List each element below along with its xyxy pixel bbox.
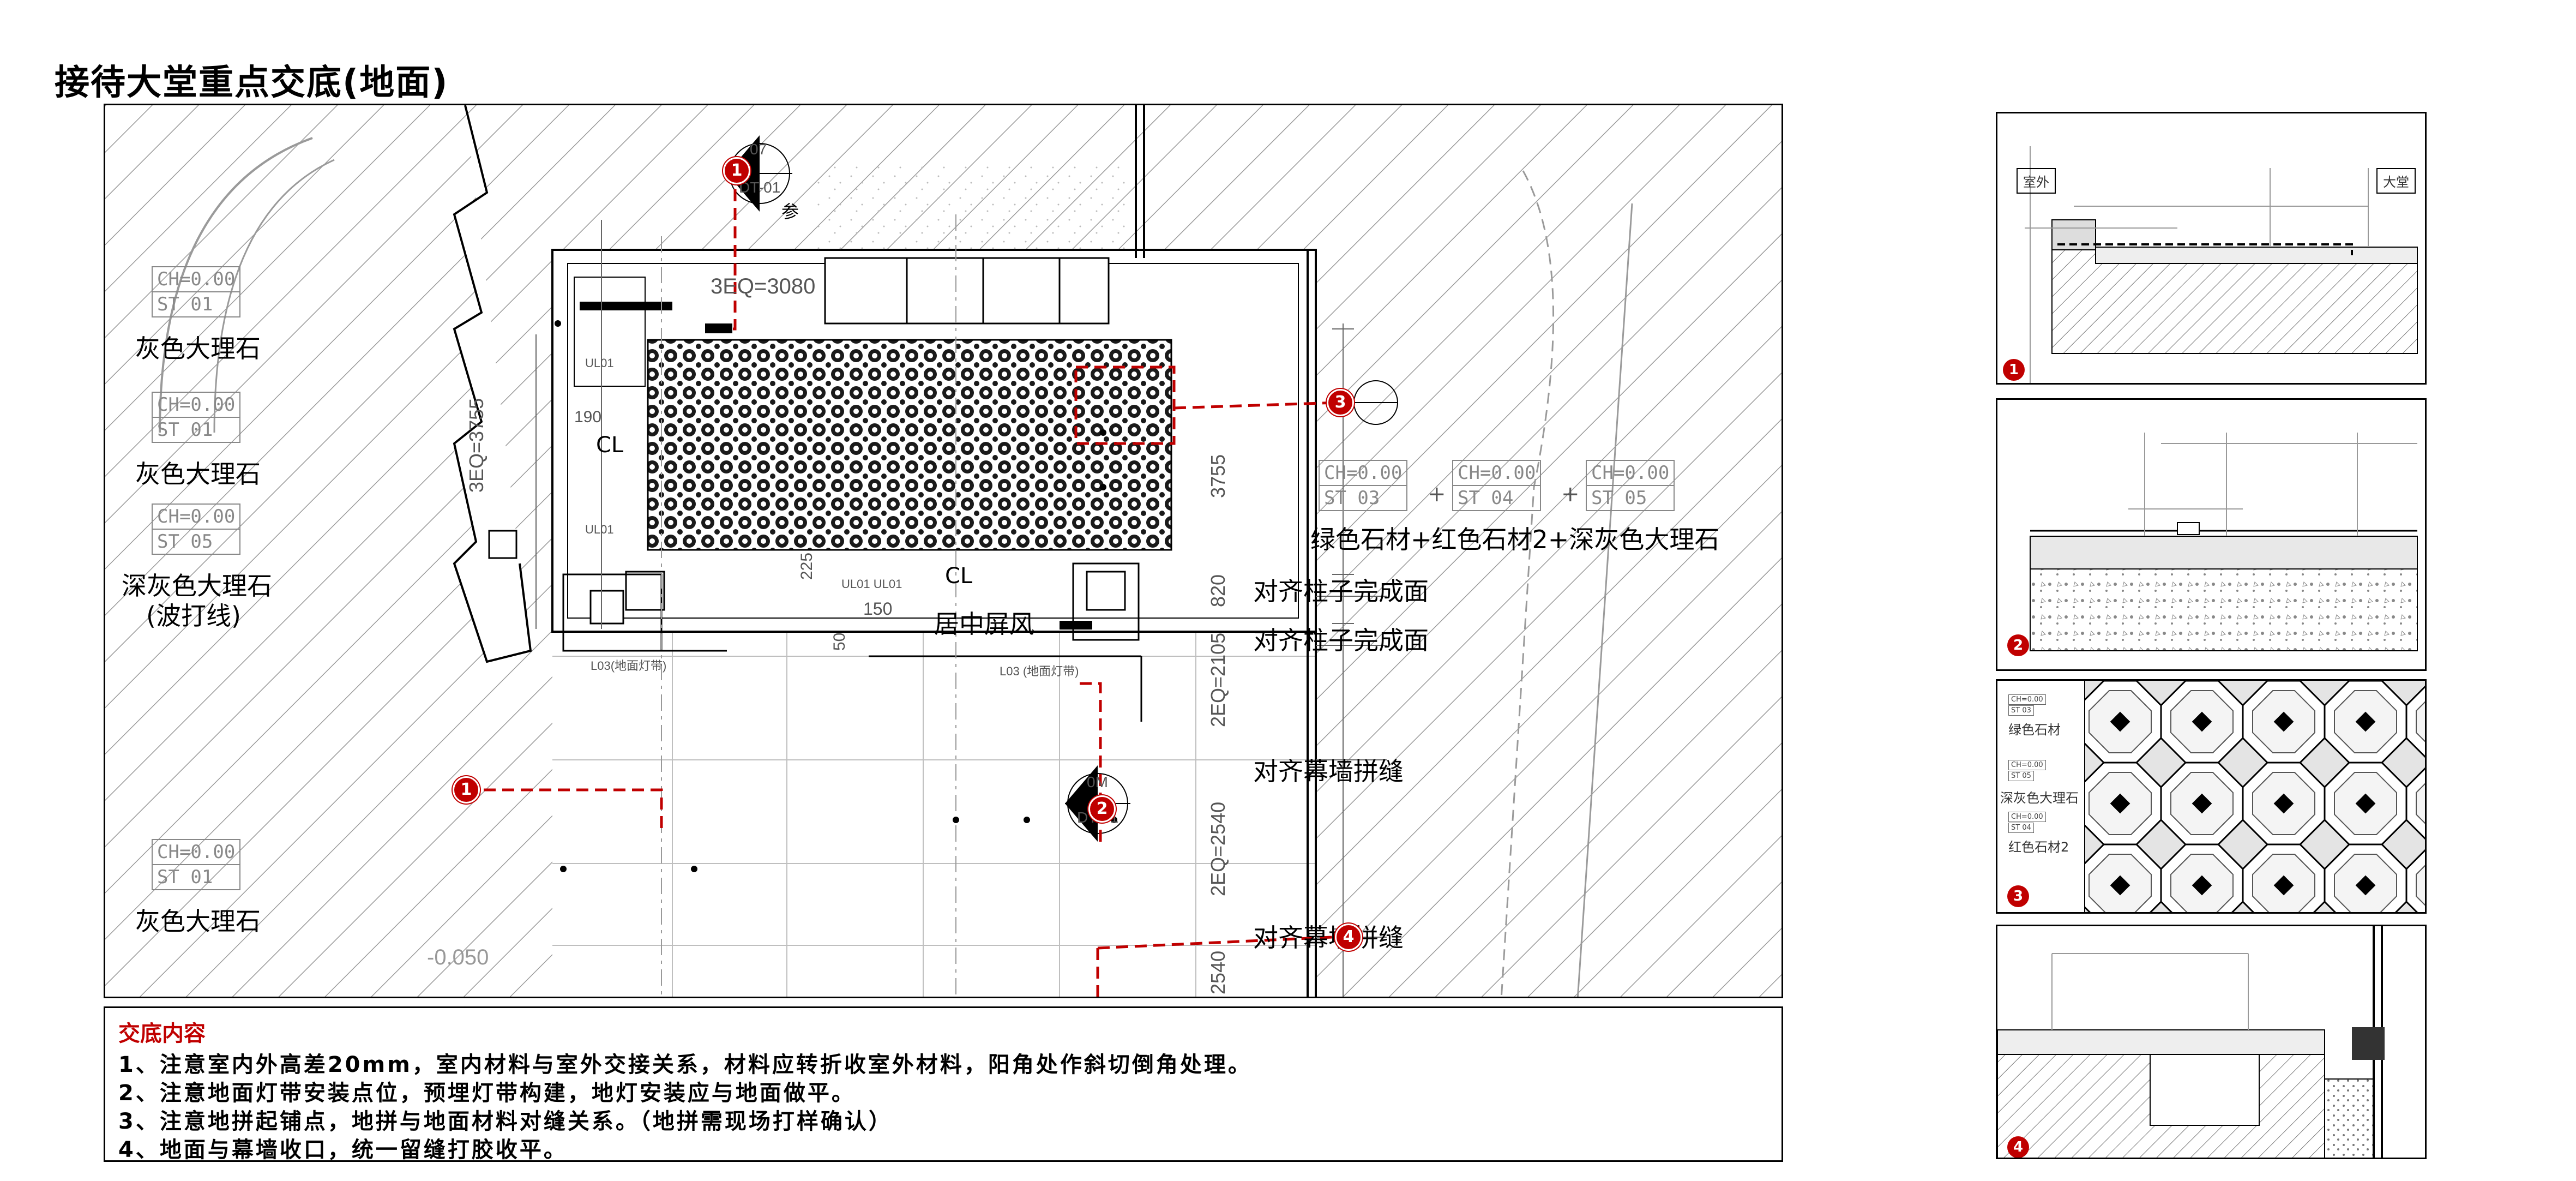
dim-190: 190 <box>574 408 602 426</box>
material-label-dark-grey-marble: 深灰色大理石 <box>122 571 272 601</box>
centerline-label-1: CL <box>945 563 973 589</box>
detail-1-marker: 1 <box>2003 359 2025 381</box>
material-label-grey-marble-1: 灰色大理石 <box>135 334 261 363</box>
detail-3-tag-st03: ST 03 <box>2008 705 2034 716</box>
detail-1-lobby: 大堂 <box>2376 168 2416 194</box>
detail-3-green-stone: 绿色石材 <box>2008 722 2061 738</box>
tag-st: ST 01 <box>152 418 241 443</box>
detail-marker-1[interactable]: 1 <box>453 776 480 804</box>
dim-3eq-3080: 3EQ=3080 <box>711 274 816 298</box>
detail-panel-3: CH=0.00 ST 03 绿色石材 CH=0.00 ST 05 深灰色大理石 … <box>1996 679 2427 914</box>
detail-4-marker: 4 <box>2007 1136 2029 1158</box>
callout-align-column-1: 对齐柱子完成面 <box>1253 577 1429 606</box>
dim-820: 820 <box>1207 574 1229 607</box>
notes-panel: 交底内容 1、注意室内外高差20mm，室内材料与室外交接关系，材料应转折收室外材… <box>104 1006 1783 1162</box>
note-item-4: 4、地面与幕墙收口，统一留缝打胶收平。 <box>118 1137 568 1162</box>
tag-st: ST 01 <box>152 292 241 317</box>
material-combo-label: 绿色石材+红色石材2+深灰色大理石 <box>1310 525 1720 554</box>
tag-ch: CH=0.00 <box>1452 460 1542 486</box>
callout-center-screen: 居中屏风 <box>934 609 1034 639</box>
dim-2540: 2540 <box>1207 950 1229 994</box>
detail-panel-4: 4 <box>1996 925 2427 1159</box>
dim-3755: 3755 <box>1207 454 1229 498</box>
centerline-label-2: CL <box>596 433 624 458</box>
light-label-ul01-c: UL01 UL01 <box>841 577 902 591</box>
tag-ch: CH=0.00 <box>152 839 241 865</box>
page-title: 接待大堂重点交底(地面) <box>55 63 449 103</box>
floor-plan-drawing <box>105 105 1781 997</box>
material-tag-1: CH=0.00 ST 01 <box>152 266 241 317</box>
detail-marker-4[interactable]: 4 <box>1335 924 1362 951</box>
section-top-id: DT-01 <box>739 179 781 196</box>
plus-sign-1: + <box>1428 482 1446 507</box>
detail-marker-2[interactable]: 2 <box>1088 795 1116 823</box>
material-tag-st03: CH=0.00 ST 03 <box>1319 460 1408 511</box>
dim-150: 150 <box>863 599 893 619</box>
dim-225: 225 <box>798 552 816 580</box>
floor-plan: CH=0.00 ST 01 灰色大理石 CH=0.00 ST 01 灰色大理石 … <box>104 104 1783 998</box>
detail-2-marker: 2 <box>2007 634 2029 656</box>
material-label-grey-marble-3: 灰色大理石 <box>135 907 261 936</box>
detail-3-tag-st05: ST 05 <box>2008 771 2034 781</box>
tag-st: ST 01 <box>152 865 241 890</box>
detail-1-outside: 室外 <box>2017 168 2056 194</box>
material-tag-2: CH=0.00 ST 01 <box>152 392 241 443</box>
callout-align-curtain-1: 对齐幕墙拼缝 <box>1253 757 1404 786</box>
light-strip-label-a: L03(地面灯带) <box>591 659 667 673</box>
callout-align-column-2: 对齐柱子完成面 <box>1253 626 1429 655</box>
reference-label: 参 <box>781 201 799 222</box>
note-item-1: 1、注意室内外高差20mm，室内材料与室外交接关系，材料应转折收室外材料，阳角处… <box>118 1052 1252 1077</box>
plus-sign-2: + <box>1561 482 1580 507</box>
tag-ch: CH=0.00 <box>1586 460 1675 486</box>
dim-2eq-2540: 2EQ=2540 <box>1207 801 1229 896</box>
level-mark: -0.050 <box>427 945 489 969</box>
dim-50: 50 <box>830 632 848 651</box>
tag-ch: CH=0.00 <box>152 266 241 292</box>
tag-st: ST 03 <box>1319 486 1408 511</box>
detail-3-marker: 3 <box>2007 885 2029 907</box>
material-tag-3: CH=0.00 ST 05 <box>152 503 241 555</box>
notes-heading: 交底内容 <box>118 1021 206 1046</box>
detail-marker-3[interactable]: 3 <box>1327 389 1354 416</box>
detail-3-red-stone: 红色石材2 <box>2008 840 2069 855</box>
detail-panel-1: 室外 大堂 1 <box>1996 112 2427 385</box>
detail-3-dark-grey-marble: 深灰色大理石 <box>2000 790 2079 806</box>
tag-st: ST 04 <box>1452 486 1542 511</box>
tag-ch: CH=0.00 <box>152 392 241 418</box>
detail-3-drawing <box>2084 681 2425 912</box>
detail-marker-1-top[interactable]: 1 <box>723 157 750 184</box>
tag-ch: CH=0.00 <box>1319 460 1408 486</box>
light-label-ul01-a: UL01 <box>585 356 614 370</box>
dim-2eq-2105: 2EQ=2105 <box>1207 632 1229 727</box>
detail-4-drawing <box>1997 926 2385 1158</box>
tag-ch: CH=0.00 <box>152 503 241 530</box>
section-mid-number: 0M <box>1087 774 1108 790</box>
detail-3-tag-ch-3: CH=0.00 <box>2008 812 2046 822</box>
dim-3eq-3755: 3EQ=3755 <box>465 398 487 493</box>
note-item-3: 3、注意地拼起铺点，地拼与地面材料对缝关系。（地拼需现场打样确认） <box>118 1109 893 1134</box>
section-top-number: 07 <box>750 141 767 158</box>
detail-1-drawing <box>2025 146 2418 383</box>
detail-3-tag-st04: ST 04 <box>2008 823 2034 833</box>
tag-st: ST 05 <box>1586 486 1675 511</box>
material-label-wave-line: (波打线) <box>146 601 241 631</box>
material-tag-st04: CH=0.00 ST 04 <box>1452 460 1542 511</box>
material-tag-st05: CH=0.00 ST 05 <box>1586 460 1675 511</box>
detail-3-tag-ch-1: CH=0.00 <box>2008 694 2046 705</box>
material-label-grey-marble-2: 灰色大理石 <box>135 459 261 489</box>
callout-align-curtain-2: 对齐幕墙拼缝 <box>1253 923 1404 952</box>
detail-3-tag-ch-2: CH=0.00 <box>2008 760 2046 770</box>
light-strip-label-b: L03 (地面灯带) <box>1000 664 1079 678</box>
note-item-2: 2、注意地面灯带安装点位，预埋灯带构建，地灯安装应与地面做平。 <box>118 1081 856 1106</box>
detail-2-drawing <box>2030 433 2418 651</box>
detail-panel-2: 2 <box>1996 398 2427 671</box>
light-label-ul01-b: UL01 <box>585 523 614 536</box>
tag-st: ST 05 <box>152 530 241 555</box>
material-tag-4: CH=0.00 ST 01 <box>152 839 241 890</box>
